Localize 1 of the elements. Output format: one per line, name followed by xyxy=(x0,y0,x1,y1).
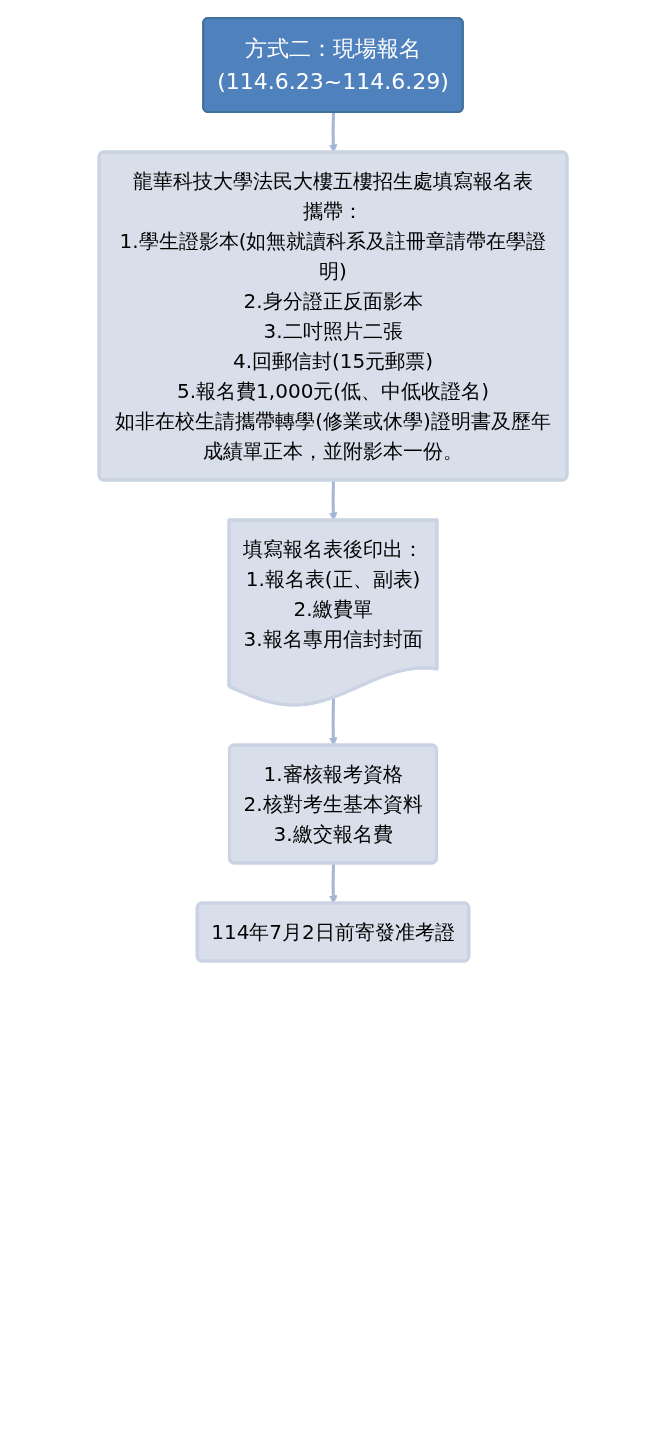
arrow xyxy=(328,112,338,153)
